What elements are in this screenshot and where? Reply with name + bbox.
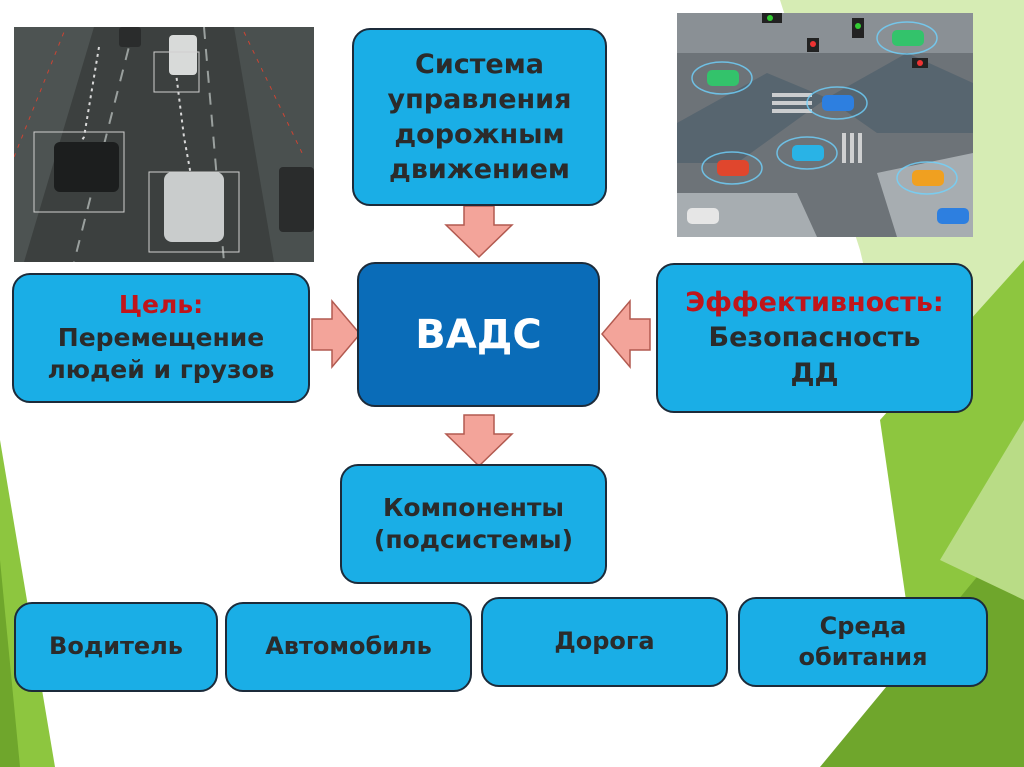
efficiency-title: Эффективность: — [685, 287, 944, 319]
car-box: Автомобиль — [225, 602, 472, 692]
system-line-4: движением — [389, 154, 570, 186]
driver-box: Водитель — [14, 602, 218, 692]
driver-label: Водитель — [49, 632, 183, 661]
intersection-illustration — [677, 13, 973, 237]
traffic-camera-photo — [14, 27, 314, 262]
arrow-down-top — [444, 205, 514, 259]
system-line-3: дорожным — [394, 119, 565, 150]
car-label: Автомобиль — [265, 632, 432, 661]
green-left-shard-dark — [0, 560, 20, 767]
goal-box: Цель: Перемещение людей и грузов — [12, 273, 310, 403]
intersection-illustration-graphic — [677, 13, 973, 237]
goal-line-1: Перемещение — [57, 322, 265, 352]
environment-line-1: Среда — [819, 611, 907, 640]
traffic-camera-illustration — [14, 27, 314, 262]
components-line-1: Компоненты — [382, 492, 565, 522]
center-label: ВАДС — [415, 311, 542, 358]
vads-center-box: ВАДС — [357, 262, 600, 407]
efficiency-box: Эффективность: Безопасность ДД — [656, 263, 973, 413]
green-right-accent — [940, 420, 1024, 600]
components-box: Компоненты (подсистемы) — [340, 464, 607, 584]
arrow-left-right — [601, 298, 651, 370]
arrow-right-left — [311, 298, 361, 370]
system-line-2: управления — [387, 83, 572, 115]
efficiency-line-1: Безопасность — [708, 322, 921, 354]
efficiency-line-2: ДД — [790, 357, 839, 389]
system-line-1: Система — [415, 48, 544, 80]
components-line-2: (подсистемы) — [373, 525, 574, 554]
road-label: Дорога — [554, 627, 655, 656]
goal-title: Цель: — [118, 290, 204, 320]
goal-line-2: людей и грузов — [47, 355, 275, 385]
environment-line-2: обитания — [798, 643, 928, 671]
road-box: Дорога — [481, 597, 728, 687]
traffic-control-system-box: Система управления дорожным движением — [352, 28, 607, 206]
environment-box: Среда обитания — [738, 597, 988, 687]
arrow-down-bottom — [444, 414, 514, 468]
